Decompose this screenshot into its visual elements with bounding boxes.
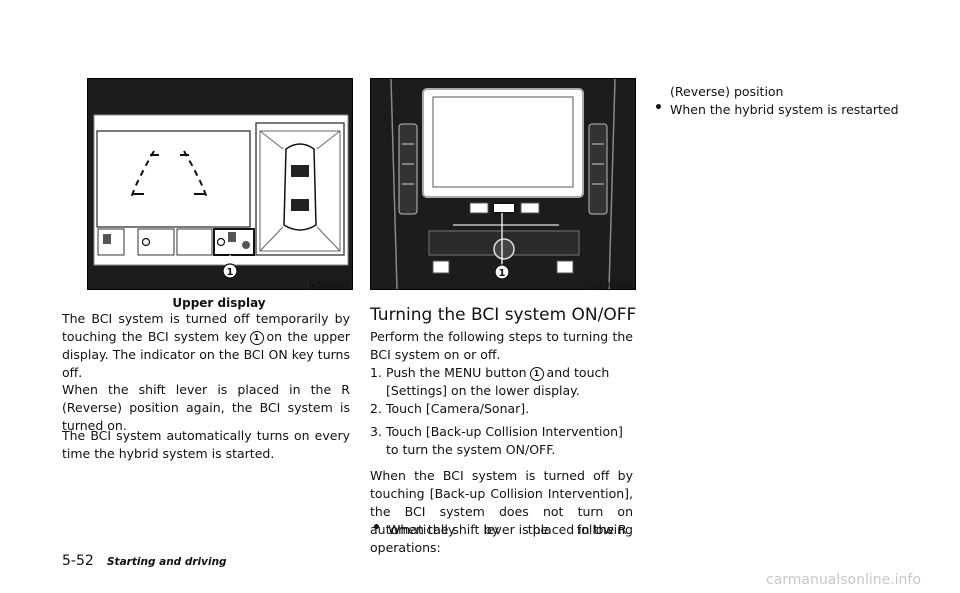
figure1-caption: Upper display	[172, 296, 266, 310]
left-paragraph-2: When the shift lever is placed in the R …	[62, 382, 350, 433]
figure-upper-display: 1	[87, 78, 353, 290]
left-paragraph-1: The BCI system is turned off temporarily…	[62, 311, 350, 380]
right-bullet-2: When the hybrid system is restarted	[670, 102, 899, 117]
middle-paragraph-after: When the BCI system is turned off by tou…	[370, 468, 633, 555]
callout-1-icon: 1	[249, 331, 264, 345]
section-heading: Turning the BCI system ON/OFF	[370, 305, 637, 325]
figure1-code: JVS0304X	[309, 281, 351, 291]
watermark-text: carmanualsonline.info	[766, 572, 921, 588]
page-number: 5-52	[62, 553, 94, 569]
figure2-callout-number: 1	[499, 268, 506, 279]
figure-center-console: 1	[370, 78, 636, 290]
callout-1-icon: 1	[529, 367, 544, 381]
bullet-dot-2: •	[654, 100, 663, 116]
middle-intro: Perform the following steps to turning t…	[370, 329, 633, 362]
bullet-dot-1: •	[372, 520, 381, 536]
right-bullet-1-continued: (Reverse) position	[670, 84, 784, 99]
center-console-illustration: 1	[390, 78, 616, 290]
figure1-callout-number: 1	[227, 267, 234, 278]
upper-display-illustration: 1	[93, 114, 349, 279]
section-footer: Starting and driving	[107, 556, 227, 568]
left-paragraph-3: The BCI system automatically turns on ev…	[62, 428, 350, 461]
middle-bullet-1: When the shift lever is placed in the R	[388, 522, 627, 537]
figure2-code: JVS0246X	[591, 281, 633, 291]
